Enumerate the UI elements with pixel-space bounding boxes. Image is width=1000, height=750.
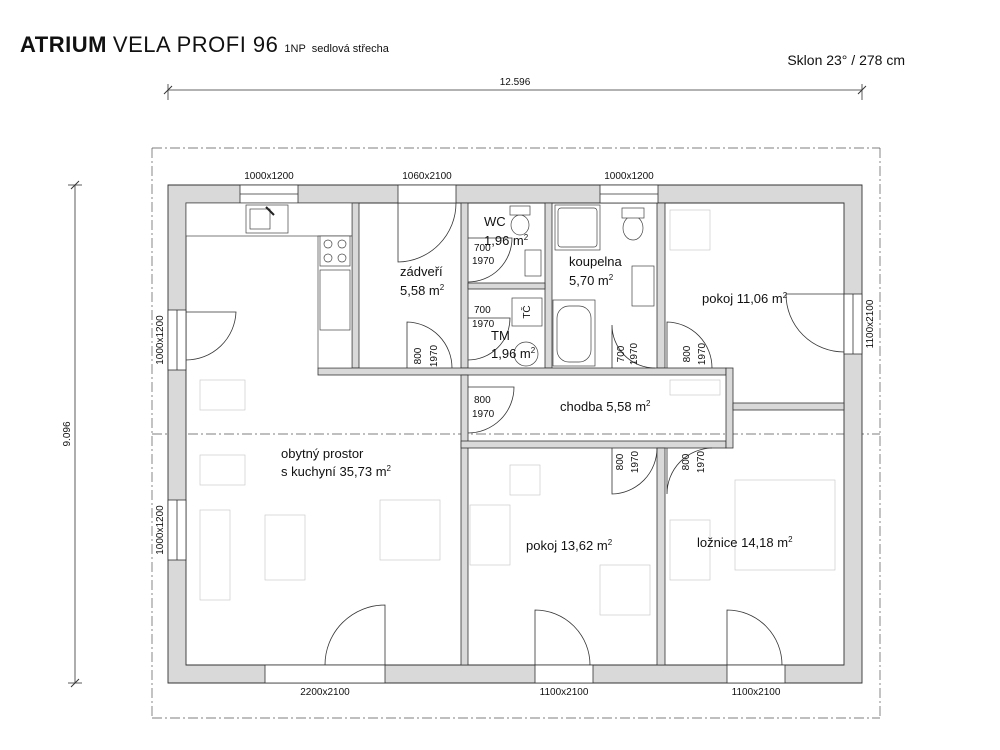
- cooktop-icon: [319, 235, 351, 267]
- opening-bottom-door-2: 1100x2100: [540, 687, 589, 698]
- tm-name: TM: [491, 328, 510, 343]
- chodba-door-width: 800: [474, 395, 491, 406]
- heat-pump-box: [511, 297, 543, 327]
- chodba-door-height: 1970: [472, 409, 495, 420]
- pokoj2-area: 13,62 m: [561, 538, 608, 553]
- pokoj1-area: 11,06 m: [737, 291, 783, 306]
- opening-left-window-2: 1000x1200: [155, 505, 166, 555]
- kitchen: [185, 202, 353, 369]
- wc-basin-icon: [524, 249, 542, 277]
- svg-text:pokoj 13,62 m2: pokoj 13,62 m2: [526, 538, 613, 553]
- width-dimension: 12.596: [163, 77, 867, 100]
- heat-pump-label: TČ: [520, 305, 533, 318]
- zadveri-door-width: 800: [413, 347, 424, 364]
- opening-right-window: 1100x2100: [865, 299, 876, 348]
- opening-top-window-1: 1000x1200: [244, 171, 294, 182]
- pokoj1-door-width: 800: [682, 345, 693, 362]
- opening-labels: 1000x1200 1060x2100 1000x1200 1000x1200 …: [155, 171, 876, 698]
- opening-top-door: 1060x2100: [402, 171, 452, 182]
- depth-dimension: 9.096: [62, 180, 82, 688]
- loznice-area: 14,18 m: [741, 535, 788, 550]
- svg-text:5,58 m2: 5,58 m2: [400, 283, 445, 298]
- pokoj2-door-height: 1970: [630, 450, 641, 473]
- tm-door-width: 700: [474, 305, 491, 316]
- wc-door-height: 1970: [472, 256, 495, 267]
- opening-left-window-1: 1000x1200: [155, 315, 166, 365]
- opening-bottom-door-3: 1100x2100: [732, 687, 781, 698]
- pokoj2-name: pokoj: [526, 538, 557, 553]
- width-value: 12.596: [500, 77, 531, 88]
- interior-walls: [317, 202, 845, 666]
- exterior-doors: [264, 184, 786, 684]
- loznice-door-height: 1970: [696, 450, 707, 473]
- room-labels: WC 1,96 m2 zádveří 5,58 m2 koupelna 5,70…: [281, 214, 793, 553]
- obytny-name2: s kuchyní: [281, 464, 336, 479]
- svg-text:chodba 5,58 m2: chodba 5,58 m2: [560, 399, 651, 414]
- svg-text:1,96 m2: 1,96 m2: [484, 233, 529, 248]
- opening-top-window-2: 1000x1200: [604, 171, 654, 182]
- zadveri-name: zádveří: [400, 264, 443, 279]
- koupelna-door-height: 1970: [629, 342, 640, 365]
- floor-label: 1NP: [284, 43, 306, 55]
- loznice-door-width: 800: [681, 453, 692, 470]
- loznice-name: ložnice: [697, 535, 737, 550]
- door-swings: [185, 202, 845, 666]
- tm-door-height: 1970: [472, 319, 495, 330]
- furniture: [199, 209, 836, 616]
- obytny-area: 35,73 m: [340, 464, 387, 479]
- washbasin-icon: [631, 265, 655, 307]
- svg-text:ložnice 14,18 m2: ložnice 14,18 m2: [697, 535, 793, 550]
- pokoj1-name: pokoj: [702, 291, 733, 306]
- wc-name: WC: [484, 214, 506, 229]
- chodba-name: chodba: [560, 399, 603, 414]
- koupelna-name: koupelna: [569, 254, 623, 269]
- roof-pitch: Sklon 23° / 278 cm: [787, 52, 905, 68]
- chodba-area: 5,58 m: [606, 399, 646, 414]
- zadveri-door-height: 1970: [429, 344, 440, 367]
- svg-text:5,70 m2: 5,70 m2: [569, 273, 614, 288]
- windows: [167, 184, 863, 561]
- toilet-icon: [622, 215, 644, 241]
- wc-door-width: 700: [474, 243, 491, 254]
- wc-area: 1,96 m: [484, 233, 524, 248]
- pokoj1-door-height: 1970: [697, 342, 708, 365]
- pokoj2-door-width: 800: [615, 453, 626, 470]
- bathroom-fixtures: [509, 204, 655, 367]
- depth-value: 9.096: [62, 421, 73, 446]
- koupelna-area: 5,70 m: [569, 273, 609, 288]
- brand-name: ATRIUM: [20, 32, 107, 57]
- tm-area: 1,96 m: [491, 346, 531, 361]
- koupelna-door-width: 700: [616, 345, 627, 362]
- wc-toilet-icon: [510, 214, 530, 236]
- obytny-name: obytný prostor: [281, 446, 364, 461]
- svg-text:pokoj 11,06 m2: pokoj 11,06 m2: [702, 291, 788, 306]
- model-name: VELA PROFI 96: [112, 32, 279, 57]
- roof-label: sedlová střecha: [311, 43, 389, 55]
- opening-bottom-door-1: 2200x2100: [300, 687, 350, 698]
- svg-text:1,96 m2: 1,96 m2: [491, 346, 536, 361]
- svg-text:s kuchyní 35,73 m2: s kuchyní 35,73 m2: [281, 464, 392, 479]
- zadveri-area: 5,58 m: [400, 283, 440, 298]
- boiler-icon: [513, 341, 539, 367]
- axis-lines: [151, 147, 881, 719]
